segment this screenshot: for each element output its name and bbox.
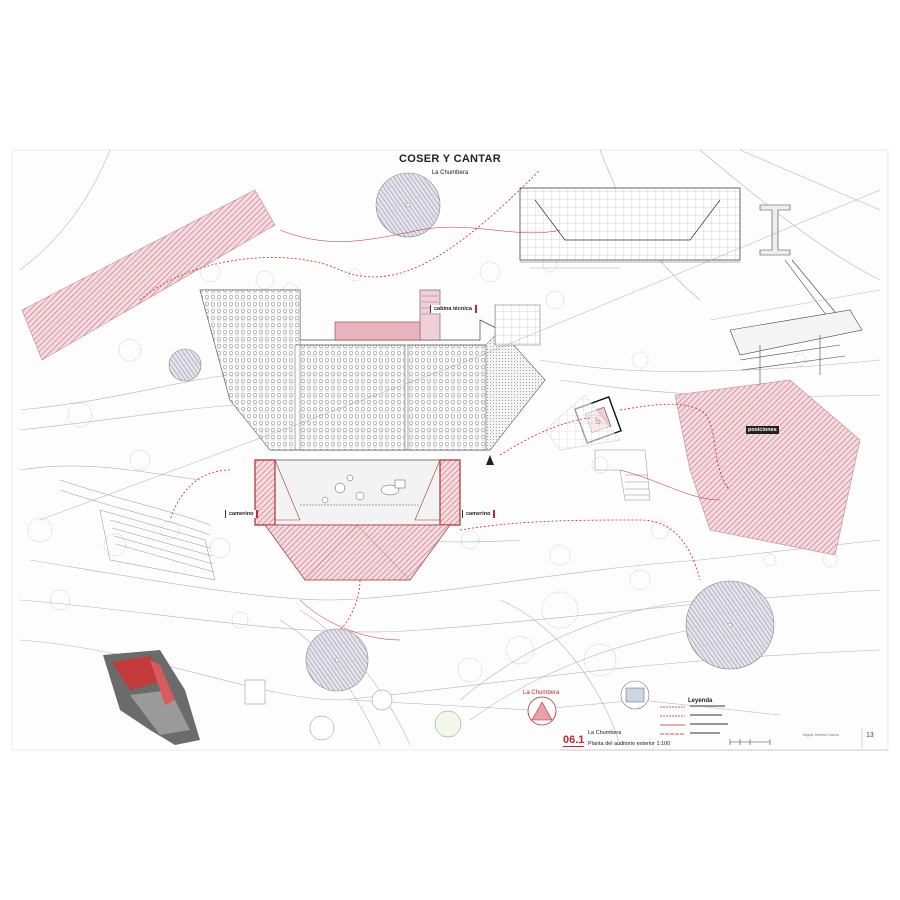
- sheet-title: COSER Y CANTAR: [399, 153, 501, 165]
- plate-description: Planta del auditorio exterior 1:100: [588, 741, 671, 747]
- label-camerino-left: camerino: [225, 510, 259, 518]
- stairs-left: [59, 479, 216, 581]
- plate-name: La Chumbera: [588, 730, 622, 736]
- seating-centre: [299, 344, 406, 451]
- page-number: 13: [866, 732, 874, 739]
- hatched-planting-band: [21, 189, 276, 361]
- label-camerino-right: camerino: [462, 510, 496, 518]
- north-arrow-icon: [486, 455, 494, 465]
- seating-right: [407, 344, 487, 451]
- trees: [27, 257, 838, 683]
- stage-props: [321, 474, 406, 504]
- sheet-subtitle: La Chumbera: [431, 170, 469, 176]
- la-chumbera-icon: [527, 696, 557, 726]
- label-cabina-tecnica: cabina técnica: [430, 305, 477, 313]
- contour-lines: [19, 149, 881, 746]
- plate-number: 06.1: [563, 734, 585, 747]
- diagram-icons: [244, 679, 462, 741]
- legend-heading: Leyenda: [688, 698, 713, 704]
- dressing-room-right: [439, 459, 461, 526]
- circulation-paths: [139, 169, 731, 631]
- photo-collage: [103, 650, 200, 745]
- stage: [254, 459, 461, 526]
- label-posiciones: posiciones: [746, 426, 779, 434]
- site-icon: [620, 680, 650, 710]
- plate-author: Miguel Jiménez García: [803, 733, 839, 737]
- technical-booth: [334, 321, 431, 341]
- scale-bar: [729, 739, 771, 745]
- legend-site-name: La Chumbera: [523, 690, 560, 696]
- roof-section-drawing: [519, 187, 741, 269]
- seating-left: [199, 289, 301, 451]
- legend-entries: [660, 705, 728, 735]
- positions-area: [674, 379, 861, 556]
- structural-detail: [709, 204, 881, 385]
